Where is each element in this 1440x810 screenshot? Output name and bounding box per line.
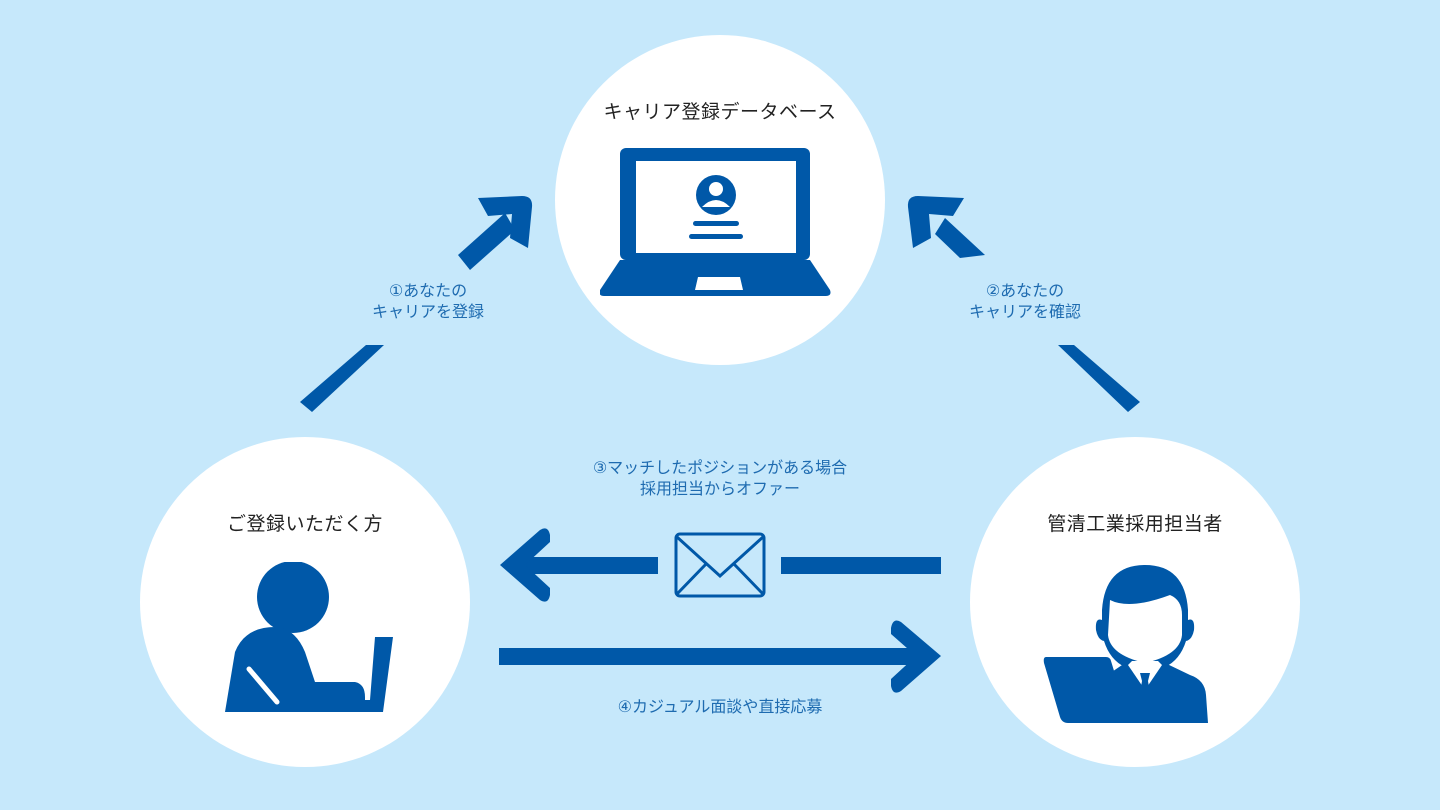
step1-label: ①あなたの キャリアを登録 bbox=[348, 280, 508, 322]
step4-line1: ④カジュアル面談や直接応募 bbox=[617, 697, 823, 716]
step3-line2: 採用担当からオファー bbox=[639, 479, 800, 498]
node-database: キャリア登録データベース bbox=[555, 35, 885, 365]
node-candidate-title: ご登録いただく方 bbox=[226, 513, 383, 535]
envelope-icon bbox=[674, 532, 766, 598]
step3-line1: ③マッチしたポジションがある場合 bbox=[592, 458, 848, 477]
step1-line1: ①あなたの bbox=[388, 281, 468, 300]
arrow-step1 bbox=[300, 196, 533, 412]
businessman-laptop-icon bbox=[1043, 565, 1208, 723]
step2-line1: ②あなたの bbox=[985, 281, 1065, 300]
step2-line2: キャリアを確認 bbox=[968, 302, 1081, 321]
arrow-step2 bbox=[907, 196, 1140, 412]
arrow-step4 bbox=[499, 620, 941, 693]
arrow-step3 bbox=[500, 528, 941, 602]
step2-label: ②あなたの キャリアを確認 bbox=[945, 280, 1105, 322]
step1-line2: キャリアを登録 bbox=[371, 302, 484, 321]
person-laptop-icon bbox=[225, 562, 393, 712]
node-database-title: キャリア登録データベース bbox=[603, 101, 837, 123]
node-recruiter-title: 管清工業採用担当者 bbox=[1047, 513, 1223, 535]
node-recruiter: 管清工業採用担当者 bbox=[970, 437, 1300, 767]
step4-label: ④カジュアル面談や直接応募 bbox=[560, 696, 880, 717]
laptop-profile-icon bbox=[600, 148, 831, 296]
step3-label: ③マッチしたポジションがある場合 採用担当からオファー bbox=[560, 457, 880, 499]
node-candidate: ご登録いただく方 bbox=[140, 437, 470, 767]
